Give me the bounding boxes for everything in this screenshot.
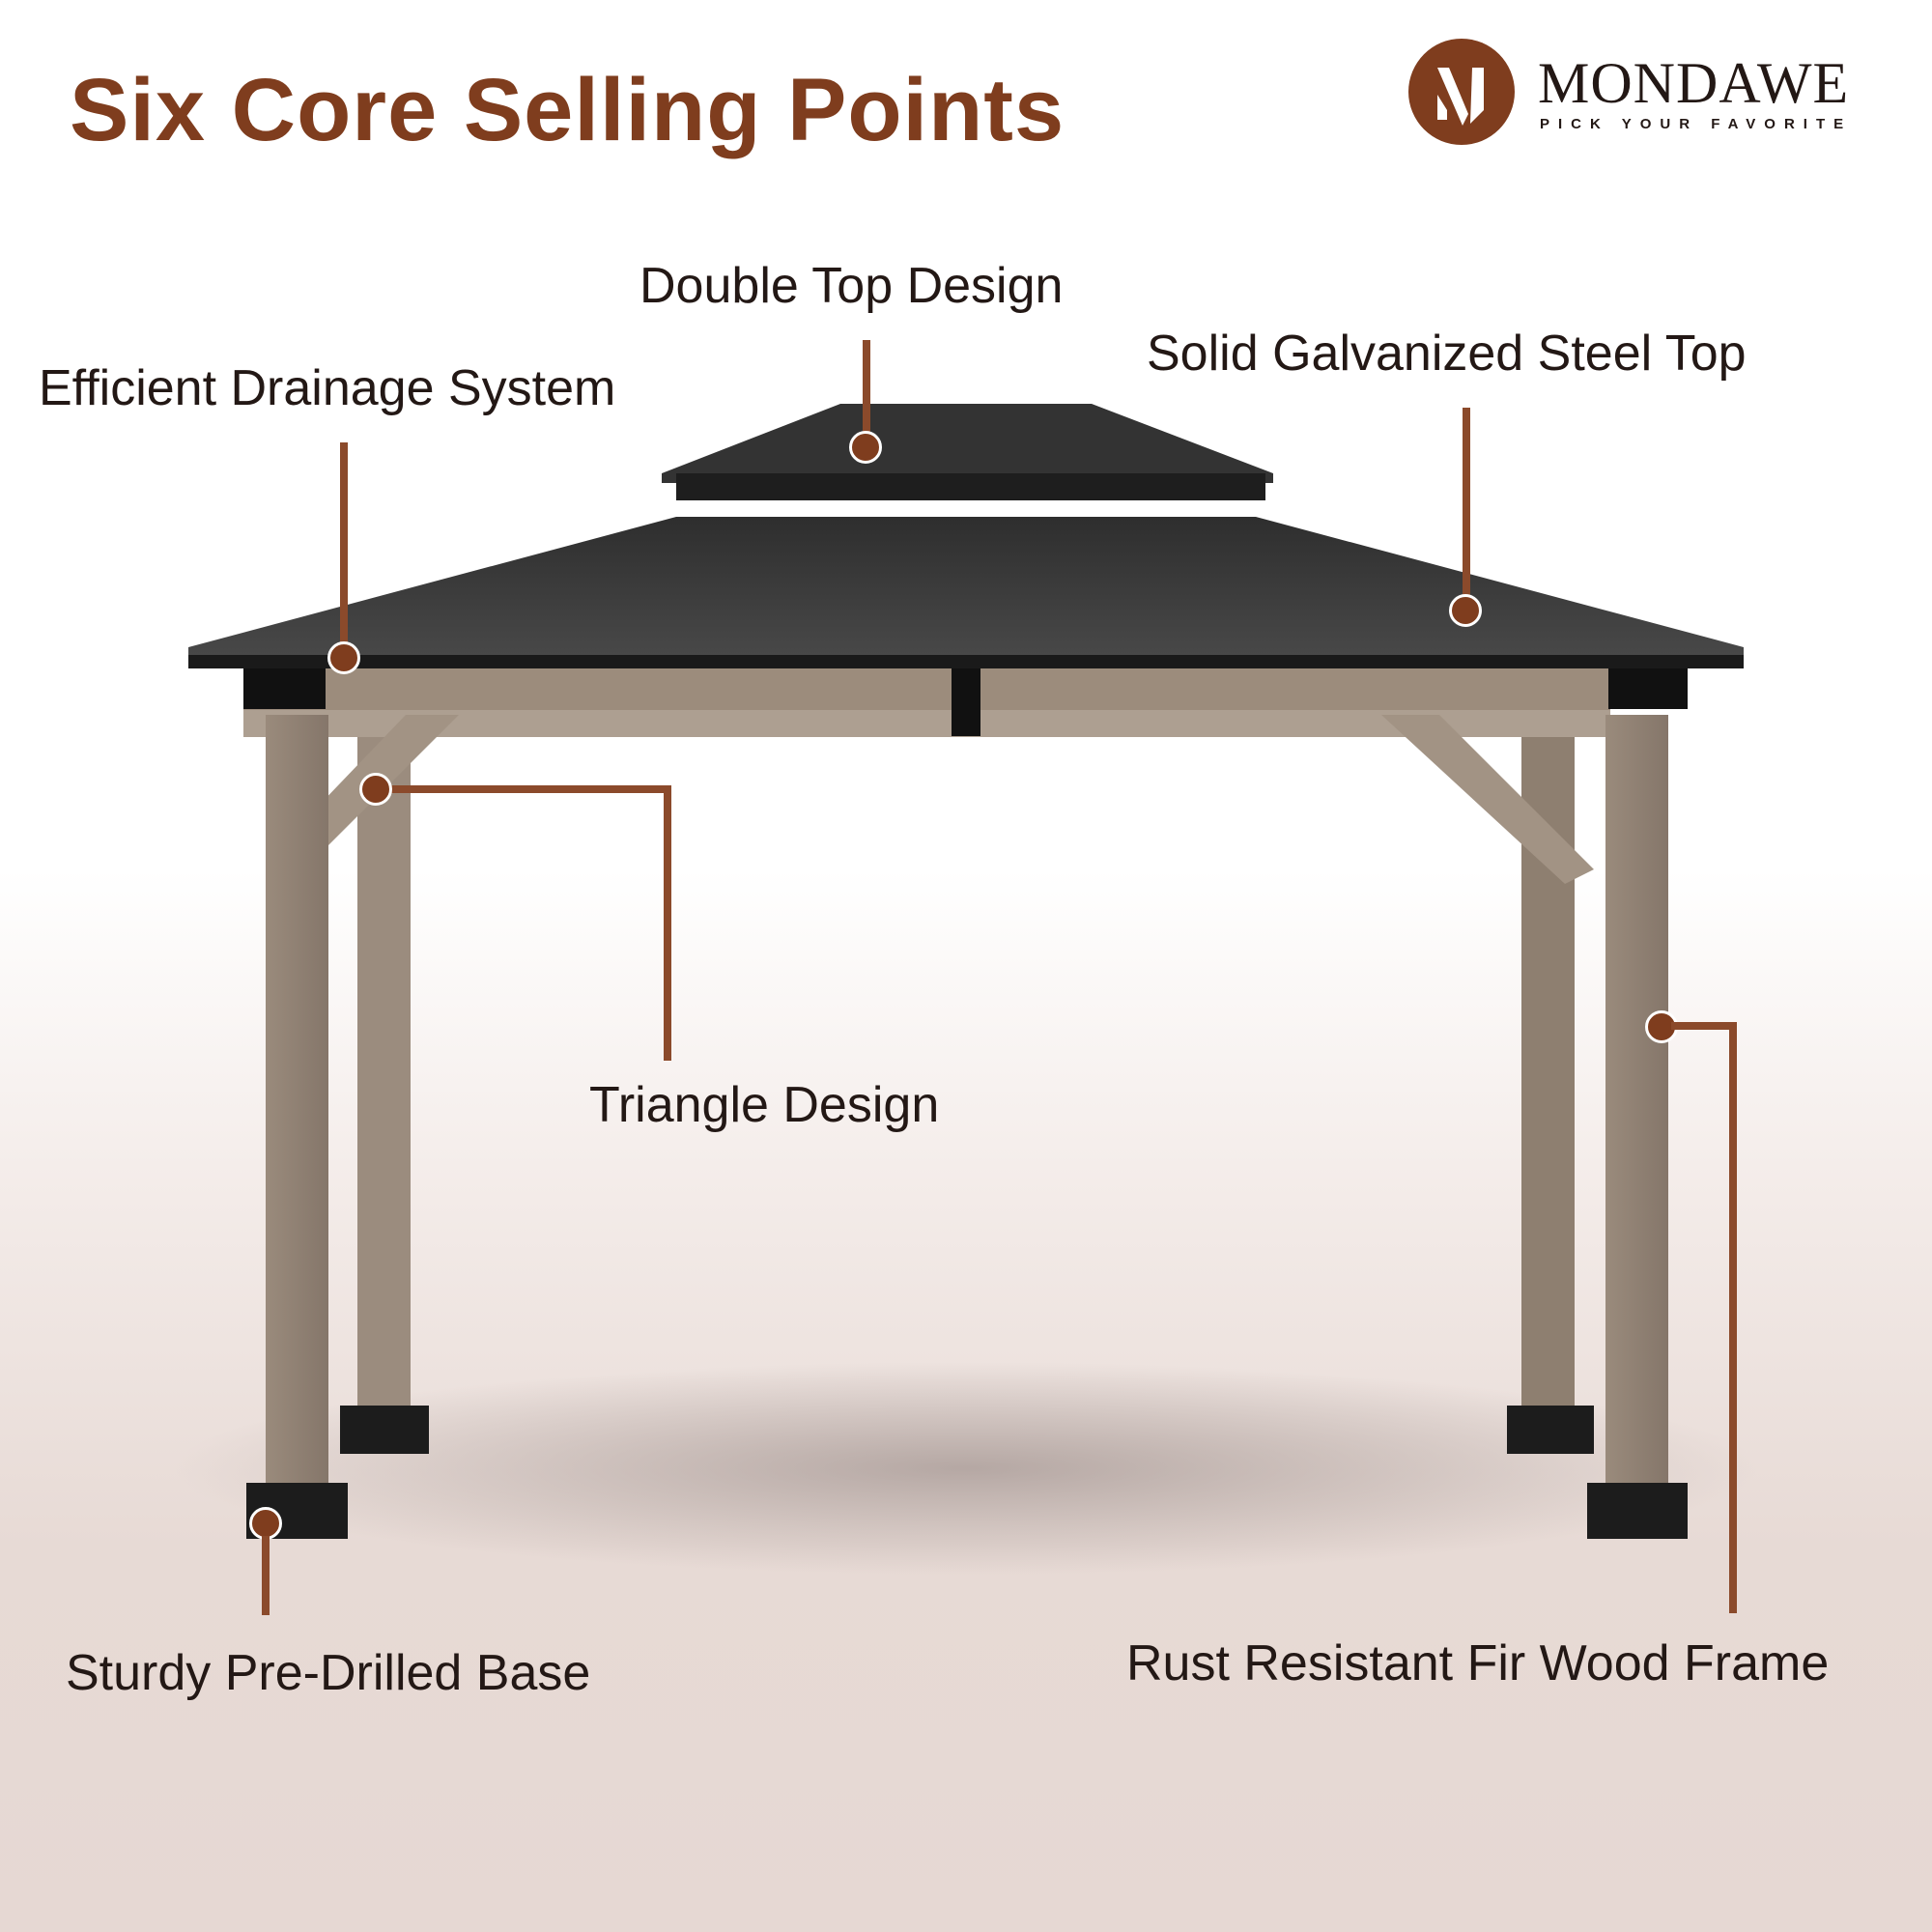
brand-tagline: PICK YOUR FAVORITE <box>1540 116 1853 132</box>
callout-line <box>1729 1022 1737 1613</box>
callout-label: Sturdy Pre-Drilled Base <box>66 1645 591 1701</box>
callout-label: Solid Galvanized Steel Top <box>1147 326 1747 382</box>
callout-line <box>262 1536 270 1615</box>
callout-line <box>664 785 671 1061</box>
m-monogram-icon <box>1408 39 1515 145</box>
brand-logo: MONDAWE PICK YOUR FAVORITE <box>1408 39 1891 145</box>
callout-label: Triangle Design <box>589 1077 940 1133</box>
callout-label: Double Top Design <box>639 258 1064 314</box>
callout-line <box>340 442 348 645</box>
callout-marker <box>1449 594 1482 627</box>
page-title: Six Core Selling Points <box>70 61 1065 159</box>
callout-marker <box>249 1507 282 1540</box>
brand-name: MONDAWE <box>1538 51 1850 115</box>
callout-line <box>1463 408 1470 596</box>
callout-line <box>1671 1022 1737 1030</box>
callout-label: Efficient Drainage System <box>39 360 616 416</box>
callout-marker <box>359 773 392 806</box>
callout-line <box>863 340 870 437</box>
callout-line <box>377 785 671 793</box>
callout-marker <box>849 431 882 464</box>
callout-marker <box>327 641 360 674</box>
callout-label: Rust Resistant Fir Wood Frame <box>1126 1635 1830 1691</box>
